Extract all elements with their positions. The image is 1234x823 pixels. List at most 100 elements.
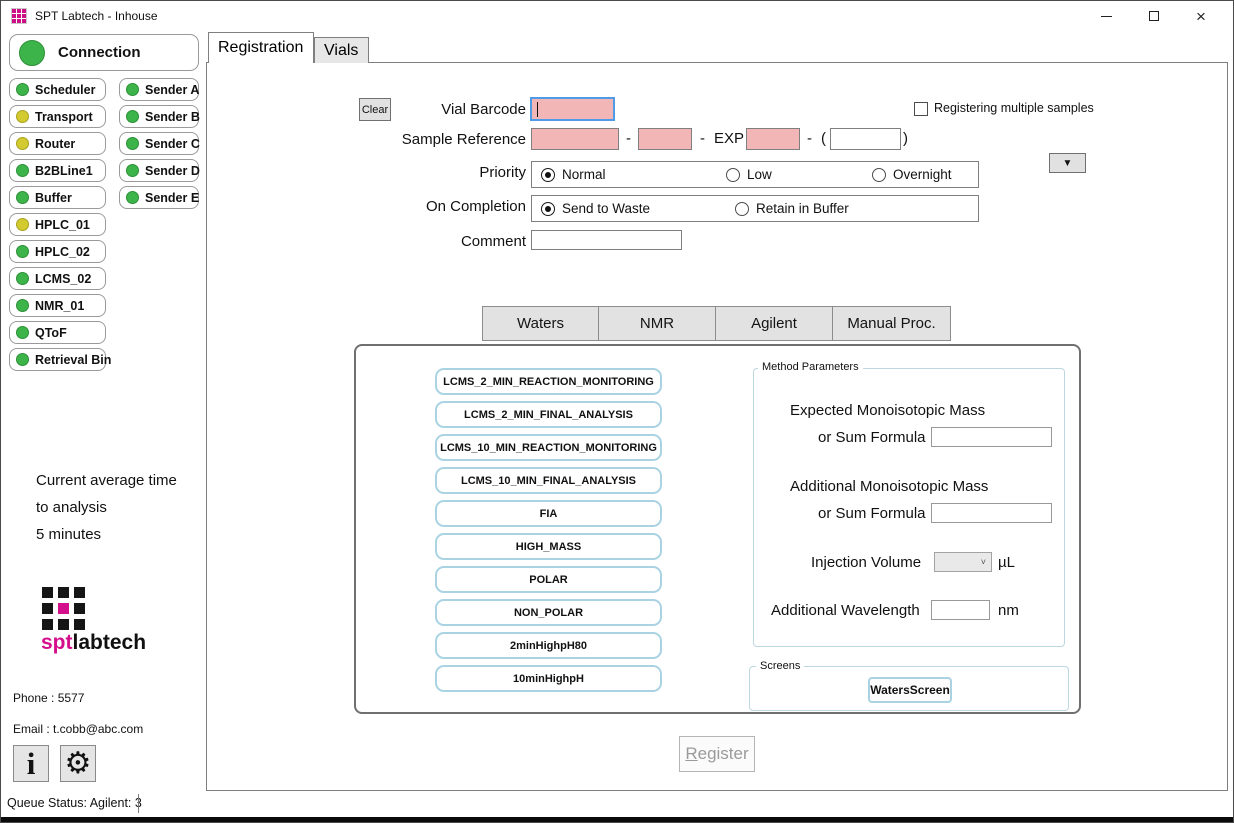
injection-volume-label: Injection Volume <box>811 554 922 571</box>
expected-mass-input[interactable] <box>931 427 1052 447</box>
method-button-high-mass[interactable]: HIGH_MASS <box>435 533 662 560</box>
status-dot-icon <box>16 218 29 231</box>
on-completion-group: Send to Waste Retain in Buffer <box>531 195 979 222</box>
priority-label: Priority <box>479 164 526 181</box>
instrument-tab-agilent[interactable]: Agilent <box>715 306 833 341</box>
status-dot-icon <box>126 110 139 123</box>
or-sum-formula-label: or Sum Formula <box>818 429 926 446</box>
method-parameters-title: Method Parameters <box>758 361 863 373</box>
device-button-qtof[interactable]: QToF <box>9 321 106 344</box>
sample-reference-input-1[interactable] <box>531 128 619 150</box>
multiple-samples-checkbox[interactable] <box>914 102 928 116</box>
queue-status-text: Queue Status: Agilent: 3 <box>7 796 142 810</box>
minimize-button[interactable] <box>1090 1 1122 31</box>
injection-volume-select[interactable]: ˅ <box>934 552 992 572</box>
method-button-fia[interactable]: FIA <box>435 500 662 527</box>
device-button-hplc-01[interactable]: HPLC_01 <box>9 213 106 236</box>
window-bottom-edge <box>1 817 1233 822</box>
device-button-b2bline1[interactable]: B2BLine1 <box>9 159 106 182</box>
close-button[interactable]: × <box>1185 1 1217 31</box>
instrument-tab-waters[interactable]: Waters <box>482 306 599 341</box>
method-button-non-polar[interactable]: NON_POLAR <box>435 599 662 626</box>
method-button-lcms-10-min-reaction-monitoring[interactable]: LCMS_10_MIN_REACTION_MONITORING <box>435 434 662 461</box>
waters-screen-button[interactable]: WatersScreen <box>868 677 952 703</box>
connection-status-icon <box>19 39 45 66</box>
device-button-router[interactable]: Router <box>9 132 106 155</box>
title-bar: SPT Labtech - Inhouse × <box>1 1 1233 31</box>
tab-vials[interactable]: Vials <box>314 37 369 63</box>
dash-separator: - <box>700 130 705 147</box>
method-button-polar[interactable]: POLAR <box>435 566 662 593</box>
device-label: Transport <box>35 109 93 124</box>
additional-wavelength-input[interactable] <box>931 600 990 620</box>
sample-reference-input-2[interactable] <box>638 128 692 150</box>
expand-options-button[interactable]: ▼ <box>1049 153 1086 173</box>
info-button[interactable]: i <box>13 745 49 782</box>
status-dot-icon <box>16 83 29 96</box>
sender-button-b[interactable]: Sender B <box>119 105 200 128</box>
device-label: NMR_01 <box>35 298 85 313</box>
priority-radio-low[interactable] <box>726 168 740 182</box>
additional-mass-input[interactable] <box>931 503 1052 523</box>
status-dot-icon <box>16 191 29 204</box>
priority-option-label: Normal <box>562 167 606 182</box>
dash-separator: - <box>807 130 812 147</box>
register-button[interactable]: Register <box>679 736 755 772</box>
device-label: LCMS_02 <box>35 271 92 286</box>
sender-button-a[interactable]: Sender A <box>119 78 199 101</box>
screens-title: Screens <box>756 660 805 672</box>
instrument-tab-nmr[interactable]: NMR <box>598 306 716 341</box>
method-button-lcms-2-min-final-analysis[interactable]: LCMS_2_MIN_FINAL_ANALYSIS <box>435 401 662 428</box>
completion-radio-retain[interactable] <box>735 202 749 216</box>
device-button-retrieval-bin[interactable]: Retrieval Bin <box>9 348 111 371</box>
device-label: Scheduler <box>35 82 96 97</box>
multiple-samples-label: Registering multiple samples <box>934 101 1094 115</box>
completion-option-label: Send to Waste <box>562 201 651 216</box>
device-button-hplc-02[interactable]: HPLC_02 <box>9 240 106 263</box>
completion-radio-waste[interactable] <box>541 202 555 216</box>
tab-registration[interactable]: Registration <box>208 32 314 63</box>
status-dot-icon <box>126 164 139 177</box>
instrument-tab-label: Agilent <box>751 315 797 332</box>
sender-button-e[interactable]: Sender E <box>119 186 199 209</box>
method-button-2minhighph80[interactable]: 2minHighpH80 <box>435 632 662 659</box>
status-dot-icon <box>126 137 139 150</box>
open-paren: ( <box>821 130 826 147</box>
device-button-transport[interactable]: Transport <box>9 105 106 128</box>
device-button-scheduler[interactable]: Scheduler <box>9 78 106 101</box>
status-dot-icon <box>16 353 29 366</box>
method-button-lcms-10-min-final-analysis[interactable]: LCMS_10_MIN_FINAL_ANALYSIS <box>435 467 662 494</box>
sender-label: Sender A <box>145 82 200 97</box>
method-button-lcms-2-min-reaction-monitoring[interactable]: LCMS_2_MIN_REACTION_MONITORING <box>435 368 662 395</box>
sender-label: Sender C <box>145 136 200 151</box>
priority-radio-overnight[interactable] <box>872 168 886 182</box>
status-dot-icon <box>126 83 139 96</box>
sample-reference-exp-input[interactable] <box>746 128 800 150</box>
clear-button[interactable]: Clear <box>359 98 391 121</box>
instrument-tab-manual-proc[interactable]: Manual Proc. <box>832 306 951 341</box>
device-button-buffer[interactable]: Buffer <box>9 186 106 209</box>
comment-input[interactable] <box>531 230 682 250</box>
maximize-button[interactable] <box>1138 1 1170 31</box>
device-button-nmr-01[interactable]: NMR_01 <box>9 294 106 317</box>
priority-radio-normal[interactable] <box>541 168 555 182</box>
phone-text: Phone : 5577 <box>13 691 85 705</box>
settings-button[interactable]: ⚙ <box>60 745 96 782</box>
status-dot-icon <box>16 299 29 312</box>
method-button-10minhighph[interactable]: 10minHighpH <box>435 665 662 692</box>
sptlabtech-logo-text: sptlabtech <box>41 631 147 654</box>
vial-barcode-input[interactable] <box>530 97 615 121</box>
instrument-tab-label: Manual Proc. <box>847 315 936 332</box>
sender-button-d[interactable]: Sender D <box>119 159 200 182</box>
status-bar-divider <box>138 794 139 813</box>
expected-mass-label: Expected Monoisotopic Mass <box>790 402 986 419</box>
sender-label: Sender E <box>145 190 200 205</box>
device-label: HPLC_02 <box>35 244 90 259</box>
connection-button[interactable]: Connection <box>9 34 199 71</box>
sample-reference-suffix-input[interactable] <box>830 128 901 150</box>
sender-button-c[interactable]: Sender C <box>119 132 200 155</box>
device-label: HPLC_01 <box>35 217 90 232</box>
device-button-lcms-02[interactable]: LCMS_02 <box>9 267 106 290</box>
instrument-tab-label: NMR <box>639 315 675 332</box>
additional-wavelength-label: Additional Wavelength <box>771 602 920 619</box>
